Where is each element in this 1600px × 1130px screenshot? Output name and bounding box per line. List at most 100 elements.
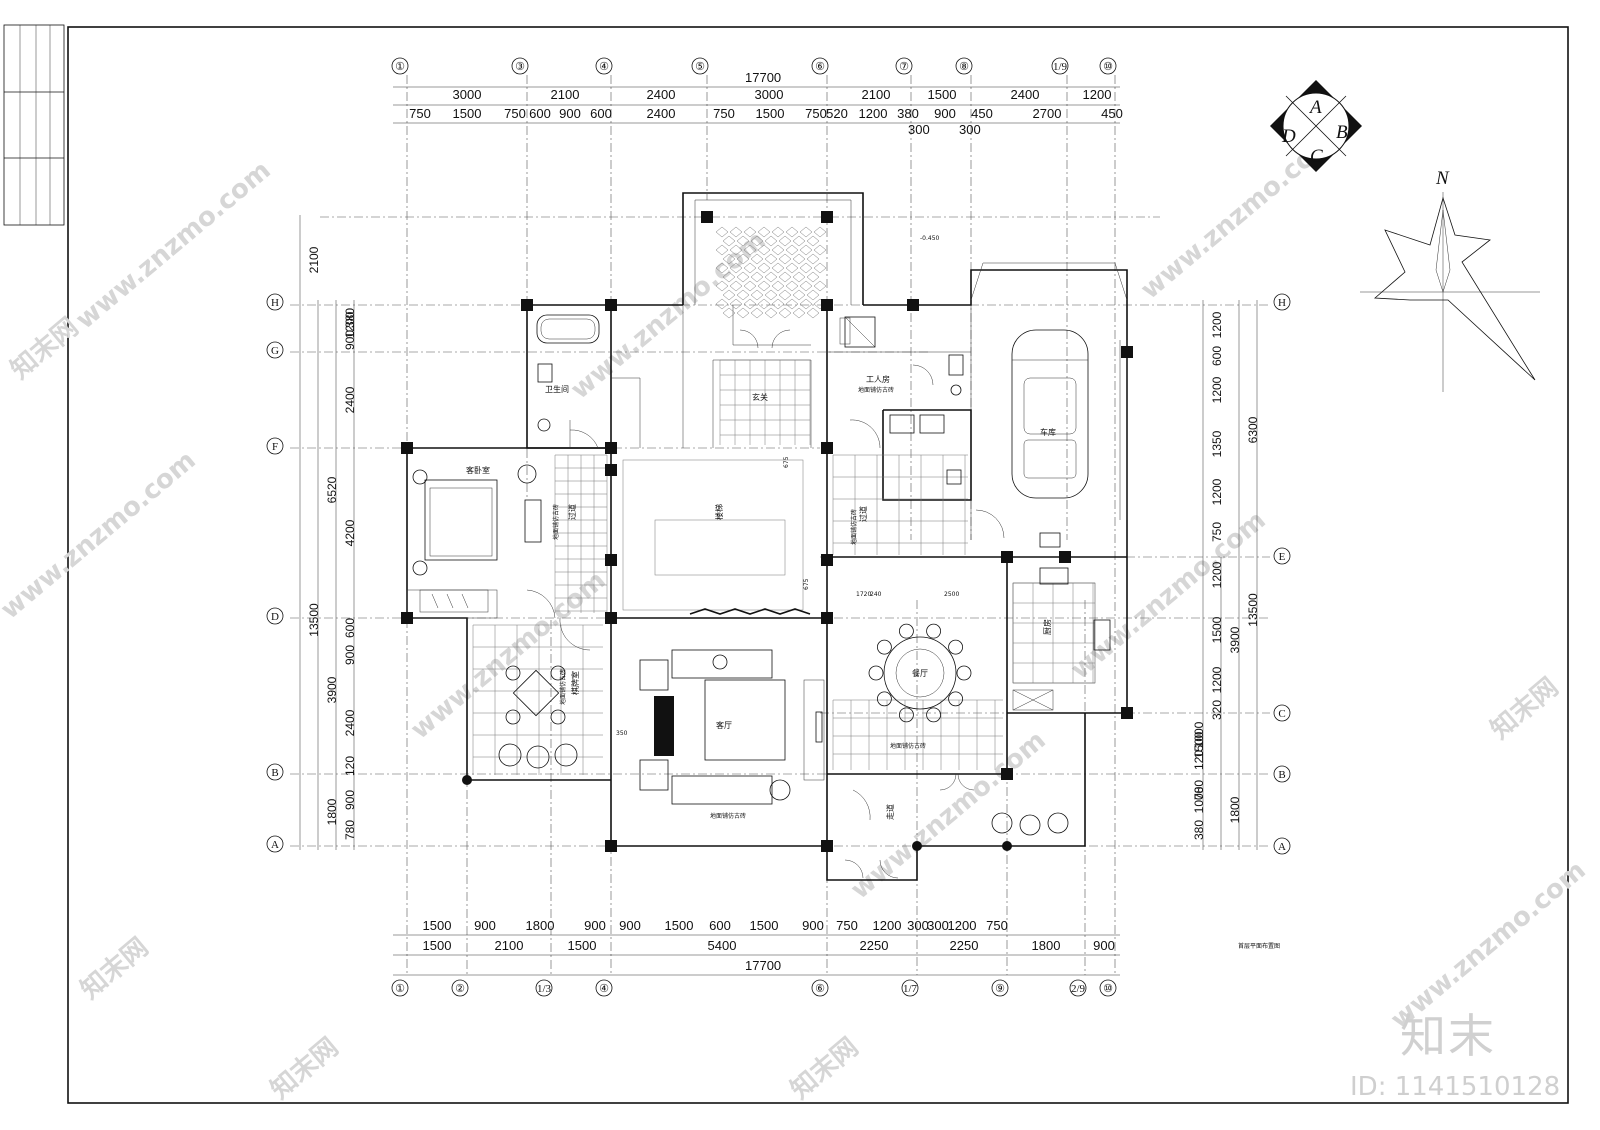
room-labels: 卫生间 玄关 工人房 车库 客卧室 过道 楼梯 过道 棋牌室 客厅 餐厅 厨房 … xyxy=(466,235,1280,950)
axis-bubble xyxy=(1273,293,1291,311)
axis-label-bottom: ⑩ xyxy=(1103,983,1113,995)
dim-right-outer: 13500 xyxy=(1246,593,1260,627)
axis-label-bottom: ② xyxy=(455,983,465,995)
axis-grid xyxy=(290,75,1270,975)
axis-label-bottom: ⑥ xyxy=(815,983,825,995)
room-label-passage: 过道 xyxy=(858,506,868,522)
dim-bottom-row1: 1200 xyxy=(873,918,902,933)
column xyxy=(821,612,833,624)
axis-label-bottom: ⑨ xyxy=(995,983,1005,995)
column xyxy=(605,299,617,311)
room-label-utility: 工人房 xyxy=(866,374,890,384)
dim-top-row1: 3000 xyxy=(453,87,482,102)
dim-bottom-row2: 2250 xyxy=(860,938,889,953)
watermark-text: www.znzmo.com xyxy=(565,225,771,405)
watermark-text: www.znzmo.com xyxy=(0,445,202,625)
column xyxy=(1059,551,1071,563)
svg-text:D: D xyxy=(1281,126,1296,147)
room-label-living: 客厅 xyxy=(716,720,732,730)
coffee-table-icon xyxy=(704,679,786,761)
watermark-text: www.znzmo.com xyxy=(405,565,611,745)
column xyxy=(605,554,617,566)
dim-top-row2: 450 xyxy=(971,106,993,121)
axis-label-top: 1/9 xyxy=(1053,61,1068,73)
watermark-text: 知末网 xyxy=(1485,672,1564,745)
axis-bubble xyxy=(955,57,973,75)
dim-top-row2: 1500 xyxy=(453,106,482,121)
dim-mark: 350 xyxy=(616,730,628,737)
dining-table-icon xyxy=(883,636,957,710)
dim-top-row2: 380 xyxy=(897,106,919,121)
axis-bubble xyxy=(266,763,284,781)
axis-label-bottom: ④ xyxy=(599,983,609,995)
column xyxy=(1001,768,1013,780)
floor-note: 地面铺仿古砖 xyxy=(710,812,746,820)
column xyxy=(821,211,833,223)
room-label-kitchen: 厨房 xyxy=(1042,619,1052,635)
dim-top-row2: 750 xyxy=(504,106,526,121)
axis-bubble xyxy=(895,57,913,75)
structural-columns xyxy=(401,211,1133,852)
dim-left-inner: 900 xyxy=(343,790,357,810)
dim-bottom-row2: 2100 xyxy=(495,938,524,953)
watermark-text: www.znzmo.com xyxy=(1065,505,1271,685)
axis-label-bottom: 1/7 xyxy=(903,983,918,995)
room-label-tea-room: 棋牌室 xyxy=(570,671,580,695)
column xyxy=(605,612,617,624)
dim-left-mid: 6520 xyxy=(325,476,339,503)
dim-right-inner: 1200 xyxy=(1210,376,1224,403)
watermark-layer: 知末网 www.znzmo.com 知末网 www.znzmo.com www.… xyxy=(0,125,1592,1105)
column xyxy=(521,299,533,311)
dim-left-inner: 900 xyxy=(343,330,357,350)
watermark-text: 知末网 xyxy=(5,312,84,385)
axis-bubble xyxy=(535,979,553,997)
dim-right-inner: 780 xyxy=(1192,780,1206,800)
dining-chair xyxy=(868,665,884,681)
dim-right-inner: 1000 xyxy=(1192,786,1206,813)
dining-chair xyxy=(926,707,941,723)
axis-bubble xyxy=(266,607,284,625)
dim-right-inner: 380 xyxy=(1192,820,1206,840)
axis-bubble xyxy=(811,57,829,75)
drawing-title: 首层平面布置图 xyxy=(1238,942,1280,950)
sofa-icon xyxy=(671,775,773,805)
room-label-garage: 车库 xyxy=(1040,427,1056,437)
dim-bottom-total: 17700 xyxy=(745,958,781,973)
dim-bottom-row1: 750 xyxy=(836,918,858,933)
axis-label-left: D xyxy=(271,611,279,623)
column xyxy=(605,442,617,454)
axis-label-top: ⑦ xyxy=(899,61,909,73)
axis-label-bottom: 1/3 xyxy=(537,983,552,995)
dim-right-mid: 3900 xyxy=(1228,626,1242,653)
dim-bottom-row1: 300 xyxy=(907,918,929,933)
axis-label-right: A xyxy=(1278,841,1286,853)
elevation-mark: -0.450 xyxy=(920,235,940,242)
dim-right-inner: 1200 xyxy=(1210,561,1224,588)
dim-bottom-row1: 1500 xyxy=(665,918,694,933)
axis-label-top: ⑧ xyxy=(959,61,969,73)
axis-bubble xyxy=(266,341,284,359)
column xyxy=(701,211,713,223)
axis-bubble xyxy=(991,979,1009,997)
dim-top-total: 17700 xyxy=(745,70,781,85)
watermark-text: www.znzmo.com xyxy=(70,155,276,335)
axis-label-right: E xyxy=(1279,551,1286,563)
dim-left-inner: 380 xyxy=(343,308,357,328)
dining-chair xyxy=(956,665,972,681)
dim-right-inner: 1200 xyxy=(1210,478,1224,505)
door-swings xyxy=(526,329,1005,879)
axis-label-top: ③ xyxy=(515,61,525,73)
stove-icon xyxy=(1039,567,1069,585)
axis-label-right: B xyxy=(1278,769,1285,781)
dim-left-inner: 600 xyxy=(343,618,357,638)
dim-right-inner: 1200 xyxy=(1210,666,1224,693)
axis-bubble xyxy=(266,835,284,853)
dimension-lines xyxy=(299,86,1258,976)
dim-top-sub: 300 xyxy=(959,122,981,137)
axis-bubble xyxy=(1273,765,1291,783)
watermark-text: 知末网 xyxy=(75,932,154,1005)
dim-left-inner: 1200 xyxy=(343,311,357,338)
axis-bubble xyxy=(1099,57,1117,75)
dim-top-row2: 750 xyxy=(713,106,735,121)
